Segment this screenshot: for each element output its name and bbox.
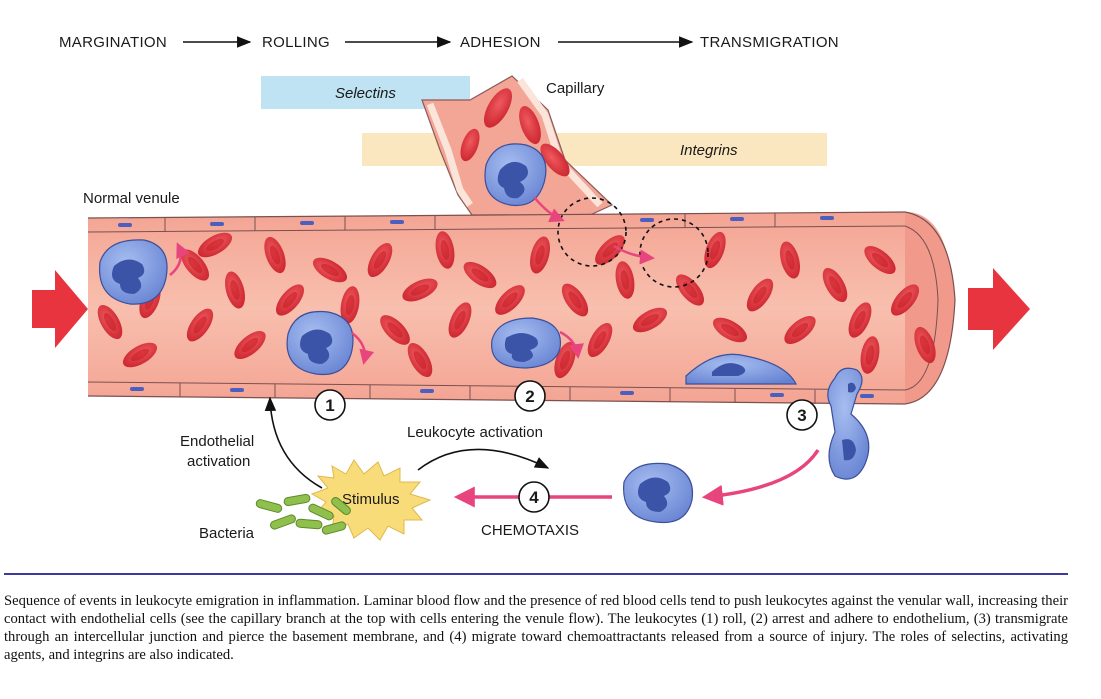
stage-transmigration: TRANSMIGRATION	[700, 34, 839, 51]
leukocyte-emigration-diagram: MARGINATION ROLLING ADHESION TRANSMIGRAT…	[32, 34, 1030, 542]
step-markers: 1 2 3	[314, 380, 818, 431]
red-blood-cell-center	[709, 240, 721, 260]
step-4	[518, 481, 550, 513]
endothelial-activation-label-1: Endothelial	[180, 433, 254, 450]
stage-margination: MARGINATION	[59, 34, 167, 51]
red-blood-cell-center	[682, 281, 698, 299]
normal-venule-label: Normal venule	[83, 190, 180, 207]
red-blood-cell-center	[791, 322, 809, 338]
red-blood-cell-center	[471, 268, 489, 282]
red-blood-cell-center	[919, 335, 931, 355]
stage-adhesion: ADHESION	[460, 34, 541, 51]
svg-text:4: 4	[529, 488, 539, 507]
step-3: 3	[786, 399, 818, 431]
stage-rolling: ROLLING	[262, 34, 330, 51]
red-blood-cell-center	[413, 351, 427, 369]
red-blood-cell-center	[454, 310, 466, 330]
red-blood-cell-center	[854, 310, 866, 330]
red-blood-cell-center	[410, 284, 430, 296]
red-blood-cell-center	[897, 291, 913, 309]
red-blood-cell-center	[345, 295, 355, 315]
integrins-band: Integrins	[362, 133, 827, 166]
step-1: 1	[314, 389, 346, 421]
svg-text:1: 1	[325, 396, 334, 415]
red-blood-cell-center	[641, 313, 659, 327]
leukocyte-marginating	[98, 239, 168, 305]
red-blood-cell-center	[387, 322, 403, 338]
leukocyte-adherent	[491, 317, 562, 369]
red-blood-cell-center	[373, 251, 387, 269]
cell-motion-arrows	[169, 196, 655, 365]
red-blood-cell-center	[568, 291, 582, 309]
leukocyte-rolling	[286, 310, 354, 376]
red-blood-cell-center	[230, 280, 240, 300]
step-2: 2	[514, 380, 546, 412]
leukocyte-capillary	[484, 143, 547, 207]
endothelial-activation-label-2: activation	[187, 453, 250, 470]
chemotaxis-label: CHEMOTAXIS	[481, 522, 579, 539]
leukocyte-transmigrating	[827, 367, 870, 480]
red-blood-cell-center	[103, 313, 117, 331]
stimulus: Stimulus	[310, 459, 432, 541]
red-blood-cell-center	[269, 245, 281, 265]
red-blood-cell-center	[620, 270, 630, 290]
chemotaxis-pathway: 4 CHEMOTAXIS	[453, 449, 820, 539]
red-blood-cells	[97, 231, 936, 379]
red-blood-cell-center	[440, 240, 450, 260]
red-blood-cell-center	[828, 276, 842, 294]
leukocyte-migrating	[623, 462, 694, 524]
leukocyte-flattened	[685, 353, 797, 385]
red-blood-cell-center	[131, 348, 149, 362]
red-blood-cell-center	[206, 238, 224, 252]
stimulus-label: Stimulus	[342, 491, 400, 508]
bacteria-label: Bacteria	[199, 525, 255, 542]
leukocyte-activation-label: Leukocyte activation	[407, 424, 543, 441]
red-blood-cell-center	[559, 350, 571, 370]
red-blood-cell-center	[241, 337, 259, 353]
red-blood-cell-center	[535, 245, 545, 265]
red-blood-cell-center	[871, 252, 889, 268]
red-blood-cell-center	[502, 292, 518, 308]
red-blood-cell-center	[753, 286, 767, 304]
integrins-label: Integrins	[680, 142, 738, 159]
leukocytes	[98, 143, 870, 524]
red-blood-cell-center	[602, 242, 618, 258]
red-blood-cell-center	[593, 331, 607, 349]
flow-out-arrow	[968, 268, 1030, 350]
red-blood-cell-center	[865, 345, 875, 365]
stage-sequence: MARGINATION ROLLING ADHESION TRANSMIGRAT…	[59, 34, 839, 51]
selectins-label: Selectins	[335, 85, 396, 102]
caption-divider	[4, 573, 1068, 575]
blood-flow-arrows	[32, 268, 1030, 350]
bacteria	[255, 493, 351, 535]
activation-pathway: Endothelial activation Leukocyte activat…	[180, 396, 550, 489]
figure-caption: Sequence of events in leukocyte emigrati…	[4, 593, 1068, 663]
svg-text:2: 2	[525, 387, 534, 406]
red-blood-cell-center	[321, 263, 339, 277]
red-blood-cell-center	[785, 250, 795, 270]
capillary-label: Capillary	[546, 80, 605, 97]
flow-in-arrow	[32, 270, 88, 348]
svg-text:3: 3	[797, 406, 806, 425]
red-blood-cell-center	[282, 291, 298, 309]
red-blood-cell-center	[193, 316, 207, 334]
red-blood-cell-center	[187, 256, 203, 274]
red-blood-cell-center	[721, 323, 739, 337]
